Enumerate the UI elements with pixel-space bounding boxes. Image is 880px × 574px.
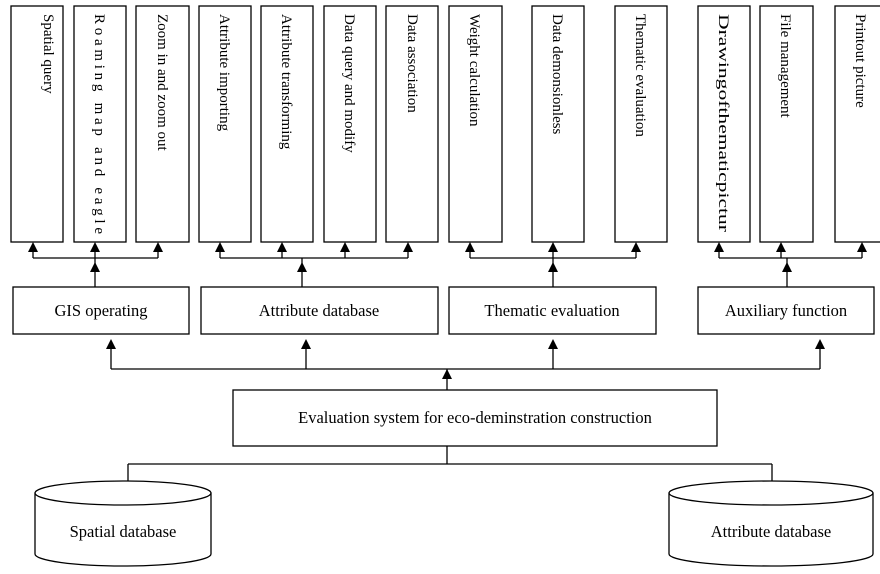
function-label: File management xyxy=(777,14,793,119)
function-label: Data query and modify xyxy=(341,14,357,153)
function-label: Spatial query xyxy=(40,14,56,94)
function-roaming-map: Roaming map and eagle xyxy=(73,5,127,243)
function-label: Weight calculation xyxy=(466,14,482,127)
function-label: Thematic evaluation xyxy=(632,14,648,137)
function-label: Drawingofthematicpictur xyxy=(715,14,731,232)
module-gis-operating: GIS operating xyxy=(12,286,190,335)
function-label: Printout picture xyxy=(852,14,868,108)
function-data-demonsionless: Data demonsionless xyxy=(531,5,585,243)
module-auxiliary-function: Auxiliary function xyxy=(697,286,875,335)
database-attribute-cylinder: Attribute database xyxy=(668,480,874,567)
module-attribute-database: Attribute database xyxy=(200,286,439,335)
arrowheads-module-row xyxy=(106,339,825,379)
function-label: Attribute transforming xyxy=(278,14,294,150)
arrowheads-function-row xyxy=(28,242,867,272)
function-attribute-transforming: Attribute transforming xyxy=(260,5,314,243)
function-printout-picture: Printout picture xyxy=(834,5,880,243)
database-label: Attribute database xyxy=(711,522,832,541)
function-label: Zoom in and zoom out xyxy=(154,14,170,151)
database-label: Spatial database xyxy=(70,522,177,541)
function-label: Data demonsionless xyxy=(549,14,565,135)
function-data-association: Data association xyxy=(385,5,439,243)
module-label: GIS operating xyxy=(54,301,147,320)
function-label: Data association xyxy=(404,14,420,113)
system-box: Evaluation system for eco-deminstration … xyxy=(232,389,718,447)
function-label: Attribute importing xyxy=(216,14,232,132)
function-zoom: Zoom in and zoom out xyxy=(135,5,190,243)
database-spatial-cylinder: Spatial database xyxy=(34,480,212,567)
function-file-management: File management xyxy=(759,5,814,243)
function-weight-calculation: Weight calculation xyxy=(448,5,503,243)
module-thematic-evaluation: Thematic evaluation xyxy=(448,286,657,335)
module-label: Attribute database xyxy=(259,301,380,320)
module-label: Auxiliary function xyxy=(725,301,847,320)
module-label: Thematic evaluation xyxy=(484,301,619,320)
function-drawing-thematic-picture: Drawingofthematicpictur xyxy=(697,5,751,243)
function-data-query-modify: Data query and modify xyxy=(323,5,377,243)
connectors-module-to-functions xyxy=(32,249,863,287)
function-spatial-query: Spatial query xyxy=(10,5,64,243)
function-thematic-evaluation: Thematic evaluation xyxy=(614,5,668,243)
connectors-system-to-modules xyxy=(110,344,821,390)
function-attribute-importing: Attribute importing xyxy=(198,5,252,243)
system-label: Evaluation system for eco-deminstration … xyxy=(298,408,652,427)
